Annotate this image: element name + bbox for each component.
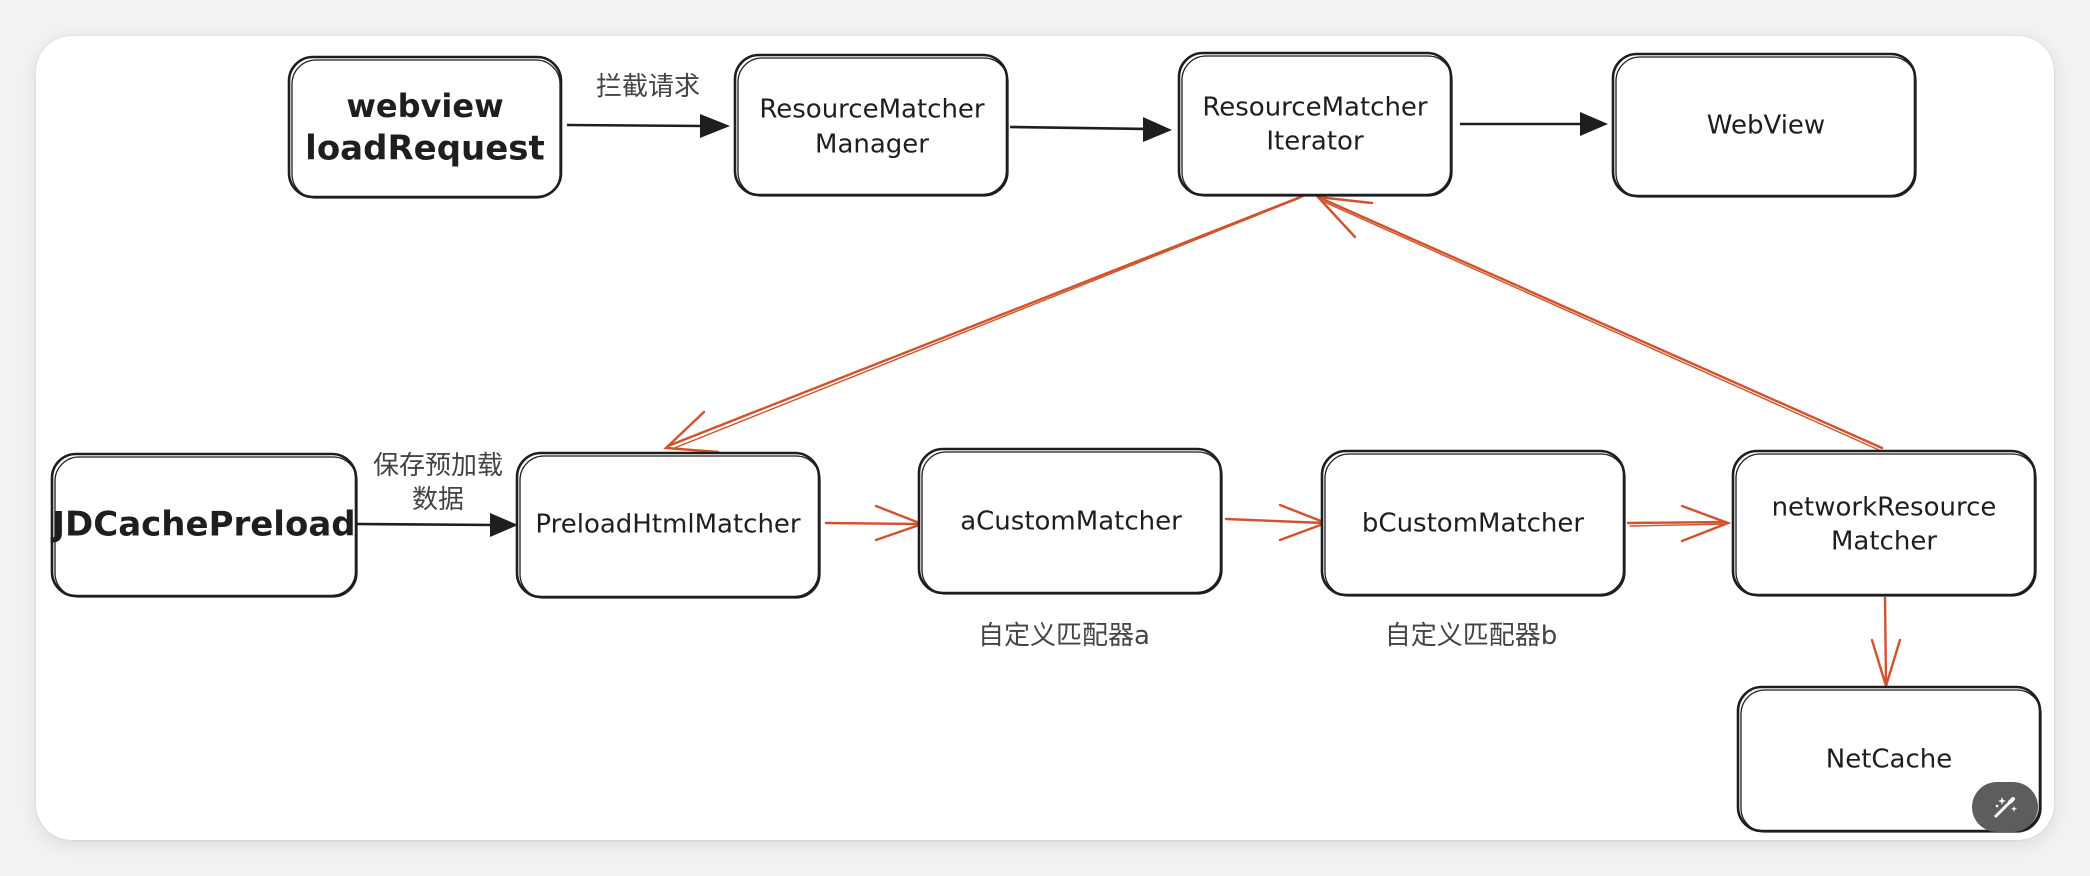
node-label: PreloadHtmlMatcher: [535, 510, 801, 540]
node-label: webview: [346, 87, 503, 125]
node-label: Iterator: [1266, 127, 1364, 157]
node-label: bCustomMatcher: [1362, 509, 1584, 539]
node-label: aCustomMatcher: [960, 507, 1182, 537]
node-label: networkResource: [1772, 493, 1997, 523]
edge-iterator-to-webview: [1460, 112, 1608, 136]
node-acustommatcher[interactable]: aCustomMatcher: [917, 447, 1223, 595]
node-bcustommatcher[interactable]: bCustomMatcher: [1320, 449, 1626, 597]
node-label: ResourceMatcher: [759, 95, 985, 125]
edge-preload-to-acustom: [824, 504, 926, 542]
node-label: ResourceMatcher: [1202, 93, 1428, 123]
edge-label-save-preload: 保存预加载: [373, 451, 503, 481]
node-jdcachepreload[interactable]: JDCachePreload: [50, 452, 358, 598]
node-label: Matcher: [1831, 527, 1937, 557]
node-networkresourcematcher[interactable]: networkResource Matcher: [1731, 449, 2037, 597]
edge-jdcache-to-preload: [356, 513, 518, 537]
node-webview-loadrequest[interactable]: webview loadRequest: [287, 55, 563, 199]
edge-label-save-preload-data: 数据: [412, 485, 464, 515]
node-webview[interactable]: WebView: [1611, 52, 1917, 198]
edge-network-to-netcache: [1870, 596, 1902, 691]
edge-network-to-iterator: [1314, 195, 1884, 451]
node-label: NetCache: [1826, 745, 1953, 775]
edge-label-custom-a: 自定义匹配器a: [978, 621, 1150, 651]
magic-wand-button[interactable]: [1972, 782, 2038, 832]
edge-acustom-to-bcustom: [1224, 503, 1330, 542]
edge-webview-to-manager: [566, 114, 730, 138]
edge-manager-to-iterator: [1009, 117, 1172, 142]
node-resourcematcher-manager[interactable]: ResourceMatcher Manager: [733, 53, 1009, 197]
edge-bcustom-to-network: [1626, 504, 1732, 543]
node-netcache[interactable]: NetCache: [1736, 685, 2042, 833]
node-label: loadRequest: [305, 129, 545, 169]
node-label: Manager: [815, 130, 929, 160]
node-preloadhtmlmatcher[interactable]: PreloadHtmlMatcher: [515, 451, 821, 599]
node-resourcematcher-iterator[interactable]: ResourceMatcher Iterator: [1177, 51, 1453, 197]
edge-iterator-to-preload: [663, 194, 1305, 454]
node-label: JDCachePreload: [50, 505, 355, 545]
edge-label-intercept: 拦截请求: [596, 72, 700, 102]
edge-label-custom-b: 自定义匹配器b: [1385, 621, 1558, 651]
magic-wand-icon: [1994, 797, 2017, 818]
node-label: WebView: [1707, 111, 1825, 141]
